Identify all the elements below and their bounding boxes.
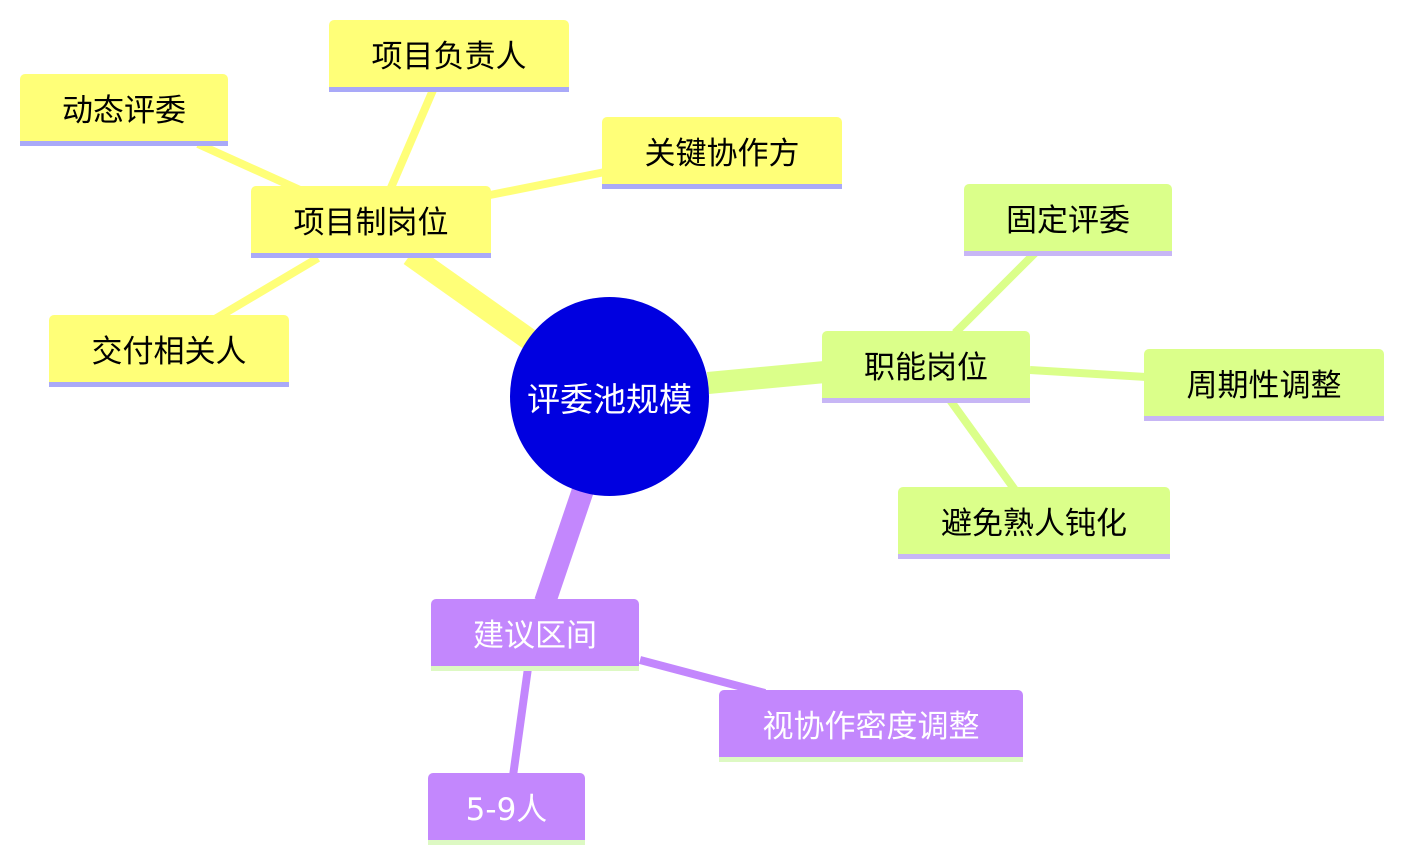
edge-range-size	[509, 667, 532, 777]
edge-root-project	[403, 246, 537, 349]
root-label: 评委池规模	[527, 379, 692, 419]
node-density-adjustment[interactable]: 视协作密度调整	[719, 690, 1023, 762]
node-delivery-stakeholders-label: 交付相关人	[91, 334, 247, 370]
edge-project-collab	[489, 168, 606, 199]
node-periodic-adjustment[interactable]: 周期性调整	[1144, 349, 1384, 421]
edge-root-range	[534, 486, 594, 606]
node-dynamic-reviewers[interactable]: 动态评委	[20, 74, 228, 146]
node-suggested-range-label: 建议区间	[473, 618, 597, 654]
node-functional-roles[interactable]: 职能岗位	[822, 331, 1030, 403]
edge-project-dynamic	[196, 140, 302, 194]
node-suggested-range[interactable]: 建议区间	[431, 599, 639, 671]
node-fixed-reviewers[interactable]: 固定评委	[964, 184, 1172, 256]
edge-project-owner	[386, 88, 437, 192]
node-project-owner-label: 项目负责人	[371, 39, 527, 75]
edge-range-density	[638, 656, 767, 697]
node-delivery-stakeholders[interactable]: 交付相关人	[49, 315, 289, 387]
node-project-roles-label: 项目制岗位	[293, 205, 449, 241]
node-avoid-familiarity[interactable]: 避免熟人钝化	[898, 487, 1170, 559]
edge-root-functional	[706, 361, 827, 394]
node-team-size-label: 5-9人	[465, 792, 548, 828]
edge-project-delivery	[207, 254, 321, 326]
node-key-collaborators[interactable]: 关键协作方	[602, 117, 842, 189]
edge-functional-periodic	[1029, 366, 1147, 381]
node-project-owner[interactable]: 项目负责人	[329, 20, 569, 92]
root-node[interactable]: 评委池规模	[510, 297, 709, 496]
edge-functional-avoid	[946, 397, 1019, 493]
node-functional-roles-label: 职能岗位	[864, 350, 988, 386]
node-key-collaborators-label: 关键协作方	[644, 136, 800, 172]
node-avoid-familiarity-label: 避免熟人钝化	[941, 506, 1127, 542]
node-dynamic-reviewers-label: 动态评委	[62, 93, 186, 129]
node-team-size[interactable]: 5-9人	[428, 773, 585, 845]
node-fixed-reviewers-label: 固定评委	[1006, 203, 1130, 239]
node-density-adjustment-label: 视协作密度调整	[762, 709, 980, 745]
edge-functional-fixed	[952, 250, 1038, 336]
node-periodic-adjustment-label: 周期性调整	[1186, 368, 1342, 404]
node-project-roles[interactable]: 项目制岗位	[251, 186, 491, 258]
